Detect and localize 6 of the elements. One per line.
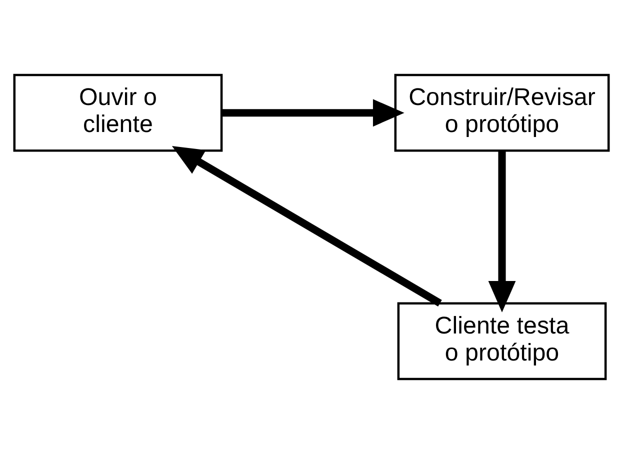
node-box: Cliente testa o protótipo: [397, 302, 607, 380]
arrow: [222, 98, 404, 126]
arrow: [488, 150, 516, 312]
node-box: Construir/Revisar o protótipo: [394, 73, 610, 152]
node-box: Ouvir o cliente: [13, 73, 223, 152]
arrow: [172, 146, 442, 306]
